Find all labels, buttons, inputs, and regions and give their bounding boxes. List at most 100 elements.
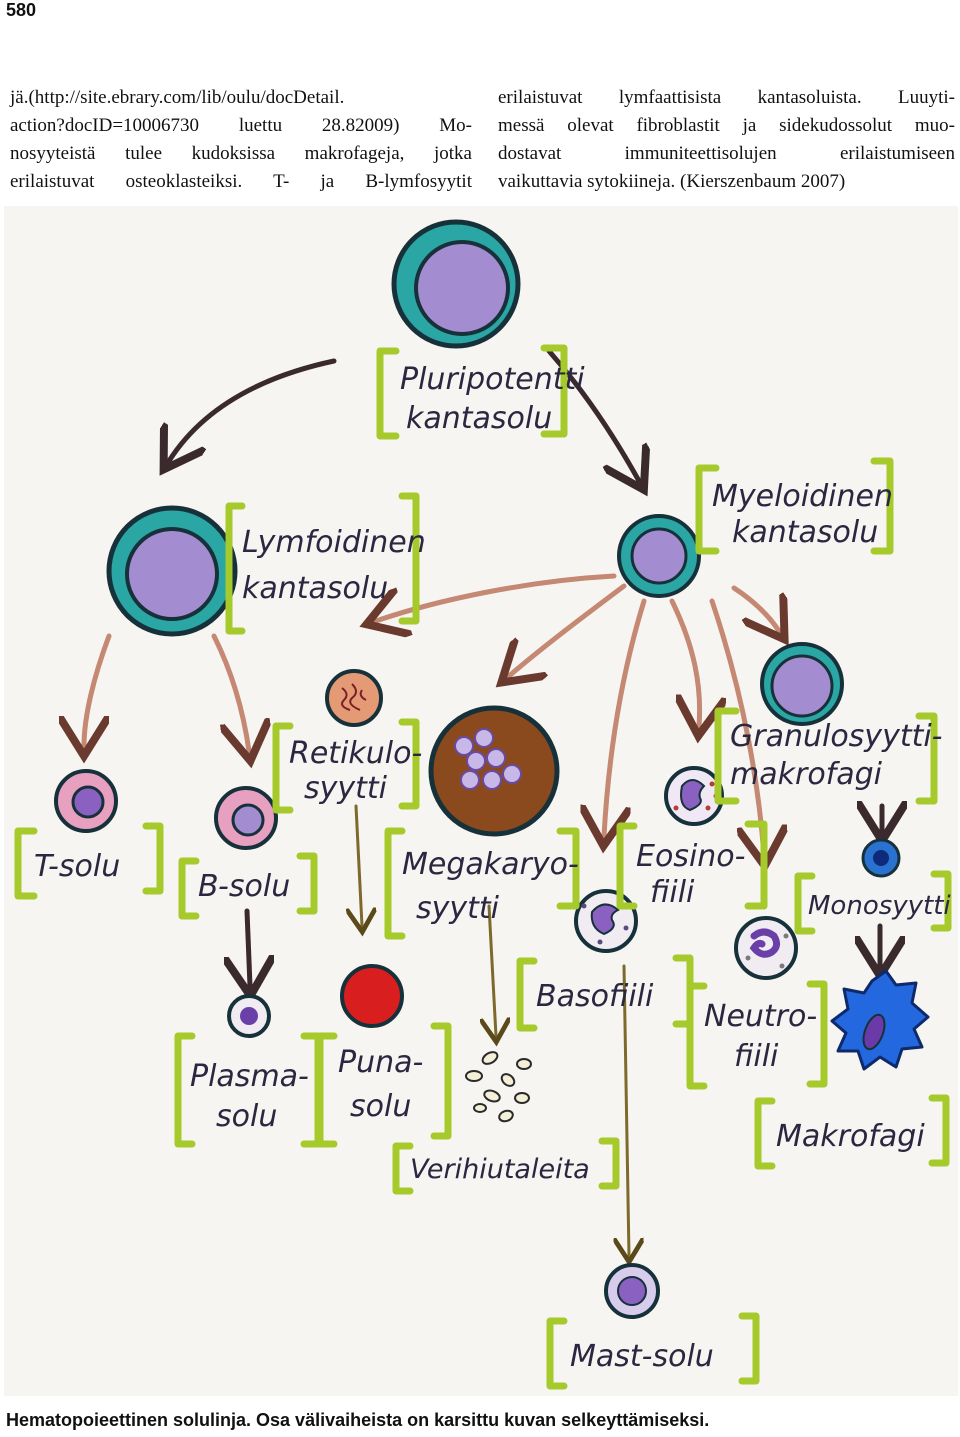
bracket-pluripotent-left: [376, 347, 400, 440]
label-reticulocyte-2: syytti: [304, 771, 388, 806]
megakaryocyte: [428, 705, 560, 837]
arrow-to-platelets: [489, 904, 496, 1036]
text-line: vaikuttavia sytokiineja. (Kierszenbaum 2…: [498, 171, 846, 192]
text-column-right: erilaistuvat lymfaattisista kantasoluist…: [498, 84, 955, 196]
label-lymphoid-2: kantasolu: [242, 571, 388, 606]
label-t-cell: T-solu: [34, 849, 120, 884]
text-line: messä olevat fibroblastit ja sidekudosso…: [498, 115, 955, 136]
label-neutrophil-2: fiili: [734, 1039, 779, 1074]
bracket-lymphoid-right: [398, 492, 420, 625]
text-line: dostavat immuniteettisolujen erilaistumi…: [498, 143, 955, 164]
arrow-to-lymphoid: [169, 358, 337, 461]
label-b-cell: B-solu: [198, 869, 290, 904]
bracket-granulo-left: [714, 707, 740, 805]
label-basophil: Basofiili: [536, 979, 654, 1014]
label-plasma-2: solu: [216, 1099, 277, 1134]
label-red-cell-1: Puna-: [338, 1045, 423, 1080]
figure-caption: Hematopoieettinen solulinja. Osa välivai…: [6, 1410, 710, 1430]
granulocyte-macrophage-progenitor: [760, 642, 844, 726]
label-neutrophil-1: Neutro-: [704, 999, 817, 1034]
bracket-monocyte-left: [794, 872, 816, 935]
arrow-to-b-cell: [211, 633, 249, 751]
bracket-neutro-right: [806, 980, 828, 1088]
mast-cell: [604, 1263, 660, 1319]
label-plasma-1: Plasma-: [190, 1059, 309, 1094]
label-red-cell-2: solu: [350, 1089, 411, 1124]
bracket-platelets-right: [598, 1137, 620, 1190]
bracket-puna-left: [316, 1032, 338, 1148]
bracket-eosino-left: [616, 822, 638, 910]
arrow-to-eosinophil: [669, 598, 700, 726]
label-platelets: Verihiutaleita: [410, 1154, 590, 1185]
arrow-to-basophil: [604, 598, 647, 836]
text-column-left: jä.(http://site.ebrary.com/lib/oulu/docD…: [10, 84, 472, 196]
bracket-macrophage-left: [754, 1097, 776, 1170]
bracket-puna-right: [430, 1022, 452, 1140]
label-granulocyte-1: Granulosyytti-: [730, 719, 943, 754]
arrow-to-megakaryocyte: [509, 583, 627, 676]
text-line: erilaistuvat osteoklasteiksi. T- ja B-ly…: [10, 171, 472, 192]
bracket-t-cell-left: [14, 827, 38, 900]
arrow-to-plasma-cell: [247, 908, 250, 986]
label-eosinophil-2: fiili: [650, 875, 695, 910]
label-monocyte: Monosyytti: [808, 891, 951, 921]
cell-labels: Pluripotentti kantasolu Lymfoidinen kant…: [34, 362, 951, 1374]
bracket-granulo-right: [915, 712, 938, 805]
label-myeloid-2: kantasolu: [732, 515, 878, 550]
arrow-to-t-cell: [84, 633, 112, 746]
bracket-lymphoid-left: [225, 502, 246, 635]
text-line: jä.(http://site.ebrary.com/lib/oulu/docD…: [10, 87, 345, 108]
label-myeloid-1: Myeloidinen: [712, 479, 893, 514]
bracket-monocyte-right: [930, 870, 952, 932]
label-pluripotent-1: Pluripotentti: [400, 362, 585, 397]
platelets-group: [465, 1051, 532, 1123]
myeloid-stem-cell: [617, 514, 701, 598]
label-lymphoid-1: Lymfoidinen: [242, 525, 426, 560]
label-mast-cell: Mast-solu: [570, 1339, 714, 1374]
bracket-basophil-left: [516, 957, 538, 1032]
arrow-to-red-cell: [356, 804, 362, 926]
bracket-pluripotent-right: [540, 344, 568, 438]
reticulocyte-precursor: [325, 669, 383, 727]
bracket-plasma-left: [174, 1032, 196, 1148]
bracket-neutro-left: [686, 982, 708, 1090]
label-eosinophil-1: Eosino-: [636, 839, 745, 874]
text-line: action?docID=10006730 luettu 28.82009) M…: [10, 115, 472, 136]
bracket-myeloid-right: [870, 457, 894, 555]
bracket-b-cell-right: [296, 852, 318, 915]
bracket-platelets-left: [392, 1142, 414, 1195]
plasma-cell: [227, 994, 271, 1038]
eosinophil: [664, 766, 724, 826]
label-megakaryocyte-1: Megakaryo-: [402, 847, 579, 882]
bracket-megakaryo-right: [556, 827, 580, 910]
text-line: erilaistuvat lymfaattisista kantasoluist…: [498, 87, 955, 108]
bracket-reticulo-left: [272, 722, 294, 814]
red-blood-cell: [340, 964, 404, 1028]
neutrophil: [734, 916, 798, 980]
bracket-mast-left: [546, 1317, 568, 1390]
bracket-myeloid-left: [695, 464, 720, 555]
monocyte: [861, 838, 901, 878]
bracket-eosino-right: [744, 820, 768, 910]
label-megakaryocyte-2: syytti: [416, 891, 500, 926]
arrow-to-granulocyte: [731, 585, 779, 631]
lineage-diagram: Pluripotentti kantasolu Lymfoidinen kant…: [4, 206, 958, 1396]
t-cell: [54, 769, 118, 833]
arrow-to-reticulocyte: [376, 573, 617, 621]
macrophage: [830, 969, 930, 1071]
label-reticulocyte-1: Retikulo-: [289, 736, 422, 771]
bracket-t-cell-right: [142, 822, 164, 895]
bracket-reticulo-right: [398, 718, 420, 810]
bracket-b-cell-left: [178, 857, 200, 920]
label-pluripotent-2: kantasolu: [406, 401, 552, 436]
label-brackets: [14, 344, 952, 1390]
basophil: [574, 889, 638, 953]
label-granulocyte-2: makrofagi: [730, 757, 883, 792]
bracket-macrophage-right: [928, 1094, 950, 1167]
page-number: 580: [6, 0, 37, 20]
bracket-megakaryo-left: [384, 827, 406, 940]
b-cell: [214, 786, 278, 850]
arrow-to-mast-cell: [624, 964, 629, 1256]
pluripotent-stem-cell: [391, 219, 521, 349]
bracket-mast-right: [738, 1312, 760, 1385]
